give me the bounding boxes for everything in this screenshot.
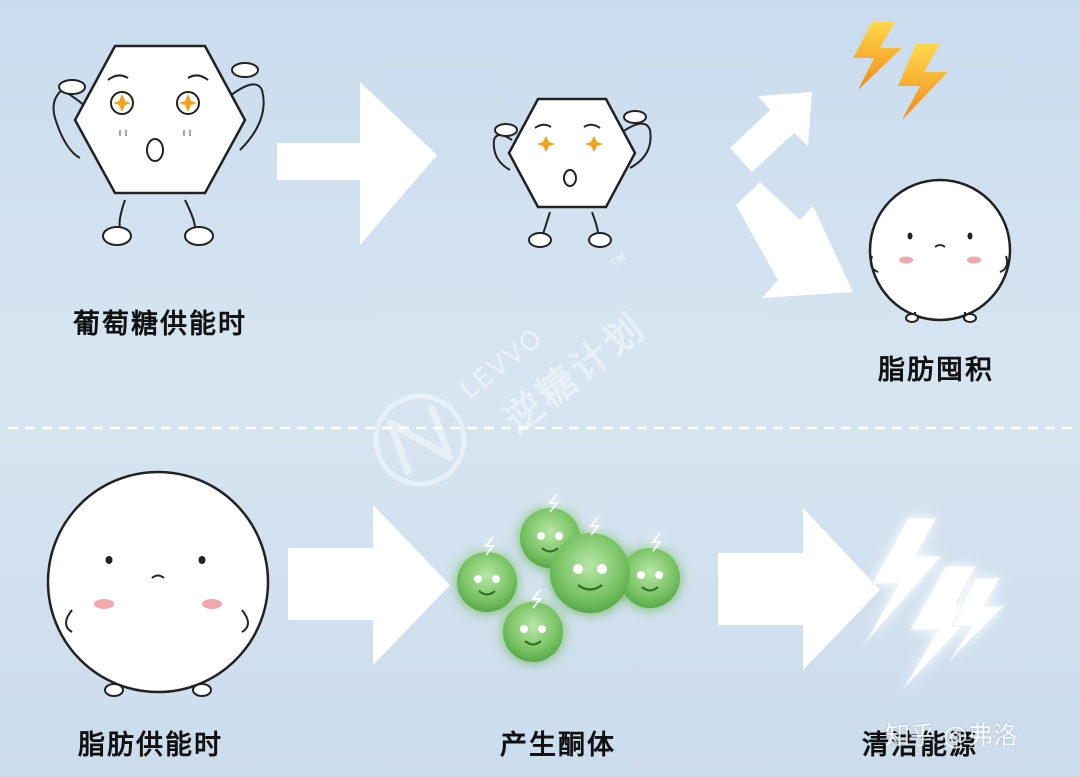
arrow-right-3	[718, 508, 880, 670]
label-ketone-production: 产生酮体	[500, 730, 616, 761]
arrow-right-2	[288, 505, 450, 665]
brand-logo-watermark	[373, 393, 467, 487]
credit-watermark: 知乎 @弗洛	[885, 721, 1018, 750]
ketone-ball	[620, 548, 680, 608]
arrow-down-right	[736, 182, 853, 298]
glucose-hexagon-large	[52, 44, 265, 246]
ketone-ball	[503, 602, 563, 662]
arrow-right-1	[277, 82, 437, 245]
gold-lightning-icons	[853, 22, 948, 120]
ketone-ball	[457, 552, 517, 612]
arrow-up-right	[730, 92, 812, 172]
fat-ball-large	[46, 470, 270, 697]
ketone-ball	[550, 533, 630, 613]
fat-ball-small	[868, 178, 1012, 323]
label-clean-energy: 清洁能源	[862, 730, 978, 761]
label-fat-accumulation: 脂肪囤积	[878, 355, 994, 386]
ketone-sparks	[484, 493, 662, 609]
label-fat-supply: 脂肪供能时	[78, 730, 223, 761]
ketone-balls	[457, 493, 680, 662]
glucose-hexagon-small	[492, 97, 652, 248]
label-glucose-supply: 葡萄糖供能时	[73, 309, 247, 340]
white-lightning-icons	[865, 517, 1006, 689]
